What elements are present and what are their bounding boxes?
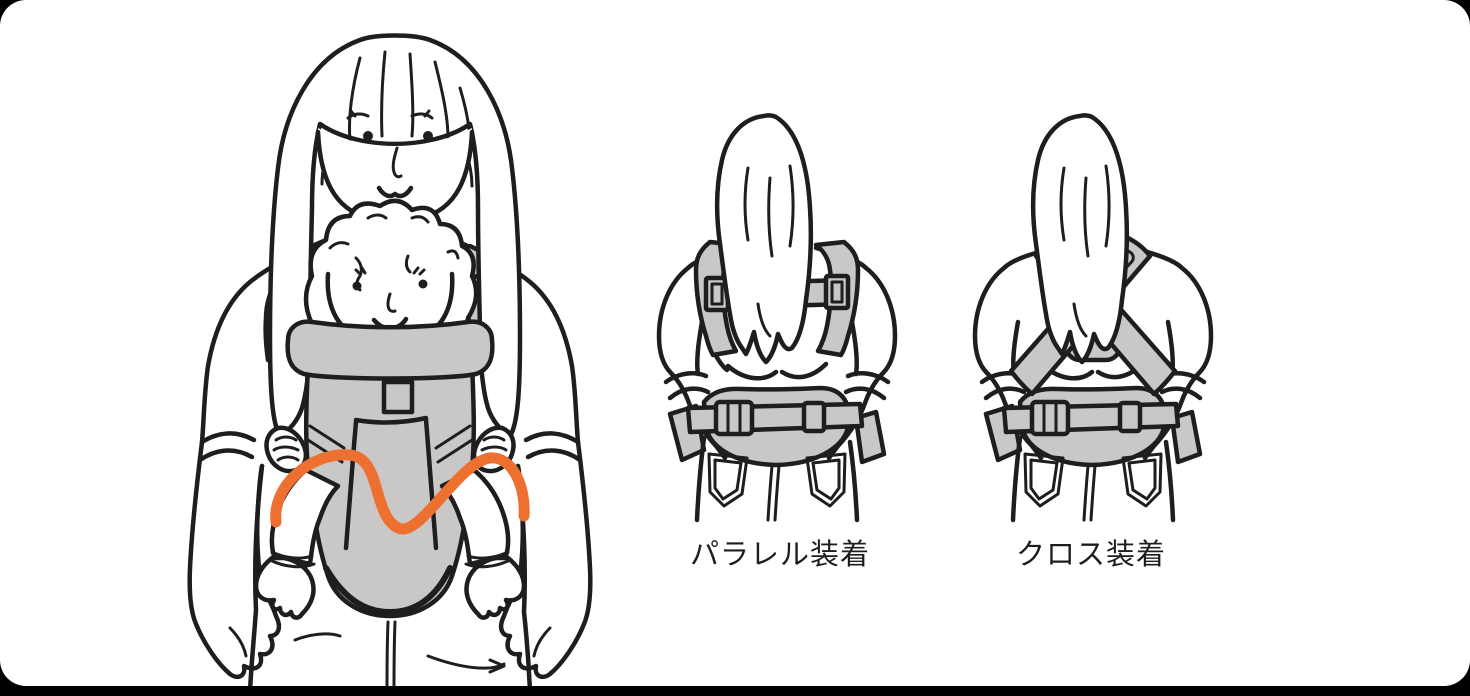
parallel-back-figure: [658, 115, 896, 522]
cross-back-figure: [974, 115, 1212, 522]
front-carry-figure: [187, 33, 593, 686]
m-position-guide-line: [270, 449, 530, 535]
parallel-caption: パラレル装着: [689, 539, 870, 571]
cross-caption: クロス装着: [1015, 539, 1166, 571]
